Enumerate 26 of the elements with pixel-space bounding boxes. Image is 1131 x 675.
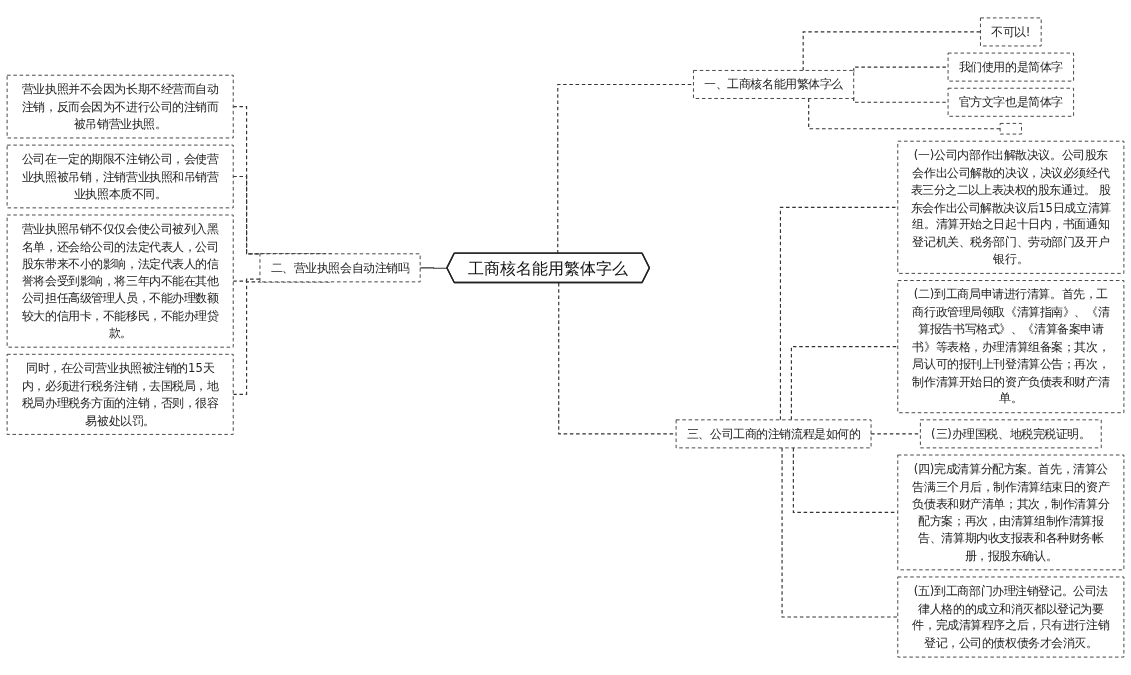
node-box: 官方文字也是简体字 <box>947 87 1075 117</box>
connector <box>557 83 695 255</box>
node-box: 二、营业执照会自动注销吗 <box>259 253 421 283</box>
connector <box>808 97 1001 130</box>
node-box: (一)公司内部作出解散决议。公司股东会作出公司解散的决议，决议必须经代表三分之二以上表决权的股东通过。 股东会作出公司解散决议后15日成立清算组。清算开始之日起十日内，书面通知登记机关、税务部门、劳动部门及开户银行。 <box>897 140 1125 274</box>
node-box: (五)到工商部门办理注销登记。公司法律人格的的成立和消灭都以登记为要件，完成清算程序之后，只有进行注销登记，公司的债权债务才会消灭。 <box>897 576 1125 658</box>
node-box: 公司在一定的期限不注销公司，会使营业执照被吊销，注销营业执照和吊销营业执照本质不同。 <box>6 144 234 209</box>
node-box: 不可以! <box>980 17 1042 47</box>
node-box: 营业执照吊销不仅仅会使公司被列入黑名单，还会给公司的法定代表人，公司股东带来不小的影响，法定代表人的信誉将会受到影响，将三年内不能在其他公司担任高级管理人员，不能办理数额较大的信用卡，不能移民，不能办理贷款。 <box>6 214 234 348</box>
node-box: 同时，在公司营业执照被注销的15天内，必须进行税务注销，去国税局，地税局办理税务方面的注销，否则，很容易被处以罚。 <box>6 353 234 435</box>
connector <box>790 346 899 421</box>
connector <box>781 447 899 618</box>
node-box: (二)到工商局申请进行清算。首先，工商行政管理局领取《清算指南》、《清算报告书写格式》、《清算备案申请书》等表格，办理清算组备案；其次，局认可的报刊上刊登清算公告；再次，制作清算开始日的资产负债表和财产清单。 <box>897 280 1125 414</box>
connector <box>853 66 949 73</box>
node-box: (四)完成清算分配方案。首先，清算公告满三个月后，制作清算结束日的资产负债表和财产清单；其次，制作清算分配方案；再次，由清算组制作清算报告、清算期内收支报表和各种财务帐册，报股东确认。 <box>897 454 1125 571</box>
node-box: 营业执照并不会因为长期不经营而自动注销，反而会因为不进行公司的注销而被吊销营业执照。 <box>6 74 234 139</box>
connector <box>853 96 949 103</box>
connector <box>779 206 899 421</box>
connector <box>558 282 677 435</box>
node-box: 一、工商核名能用繁体字么 <box>693 70 855 99</box>
node-box: 我们使用的是简体字 <box>947 52 1075 82</box>
connector <box>419 267 448 269</box>
connector <box>802 31 982 71</box>
node-box: 三、公司工商的注销流程是如何的 <box>675 419 872 449</box>
node-box <box>999 122 1022 135</box>
node-box: (三)办理国税、地税完税证明。 <box>919 419 1102 449</box>
